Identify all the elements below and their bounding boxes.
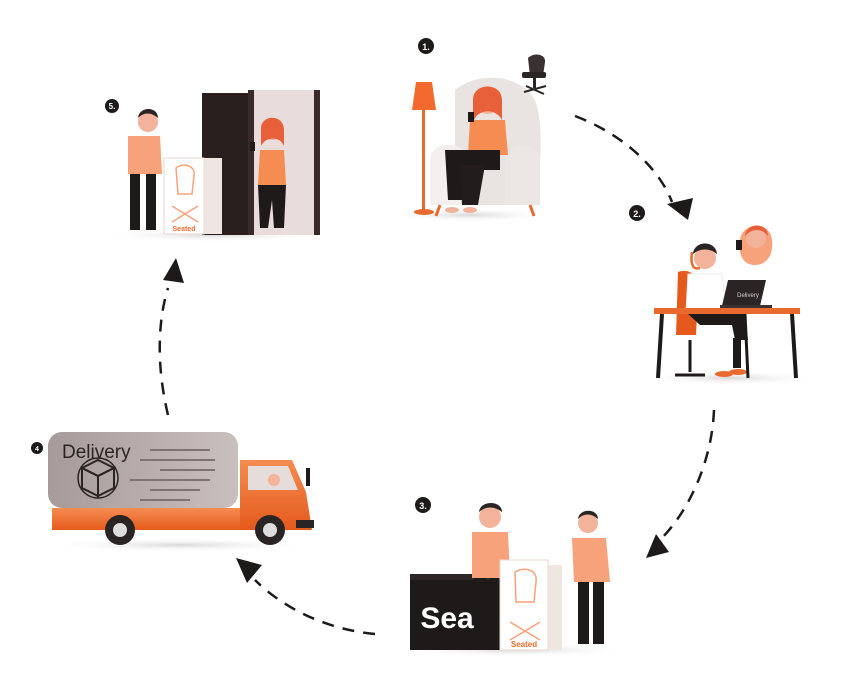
chair-box-icon: Seated [163, 157, 222, 235]
woman-ordering-icon [445, 86, 508, 213]
svg-text:3.: 3. [419, 501, 427, 511]
step-3-badge: 3. [415, 497, 431, 513]
customer-at-door-icon [250, 117, 286, 228]
step-2-badge: 2. [629, 205, 645, 221]
courier-icon [128, 109, 162, 230]
floor-lamp-icon [412, 82, 436, 215]
laptop-icon: Delivery [720, 280, 772, 308]
flow-arrow-2-to-3 [646, 409, 716, 558]
chair-box-icon: Seated [499, 559, 562, 651]
svg-text:Delivery: Delivery [62, 442, 131, 463]
svg-text:1.: 1. [422, 42, 430, 52]
flow-arrow-3-to-4 [236, 558, 376, 636]
customer-avatar-icon [736, 225, 773, 265]
package-box-icon [77, 457, 119, 499]
step-4-badge: 4 [31, 442, 43, 454]
svg-text:5.: 5. [109, 102, 116, 111]
svg-text:Seat: Seat [420, 602, 483, 635]
office-chair-icon [522, 54, 547, 95]
delivery-truck-icon: Delivery [48, 432, 314, 545]
step-1-scene [385, 54, 555, 222]
support-agent-icon [685, 243, 748, 377]
svg-text:Seated: Seated [511, 640, 537, 649]
step-5-scene: Seated [100, 90, 330, 242]
step-3-scene: Seat Seated [395, 503, 635, 657]
flow-arrow-4-to-5 [158, 258, 184, 416]
shop-counter: Seat [410, 574, 502, 650]
step-5-badge: 5. [105, 99, 119, 113]
step-4-scene: Delivery [40, 432, 320, 552]
step-2-scene: Delivery [640, 225, 820, 385]
svg-text:Delivery: Delivery [737, 293, 759, 299]
svg-text:Seated: Seated [173, 226, 196, 233]
svg-text:2.: 2. [633, 209, 641, 219]
flow-arrow-1-to-2 [574, 114, 693, 220]
step-1-badge: 1. [418, 38, 434, 54]
worker-right-icon [572, 510, 610, 644]
svg-text:4: 4 [35, 446, 39, 453]
